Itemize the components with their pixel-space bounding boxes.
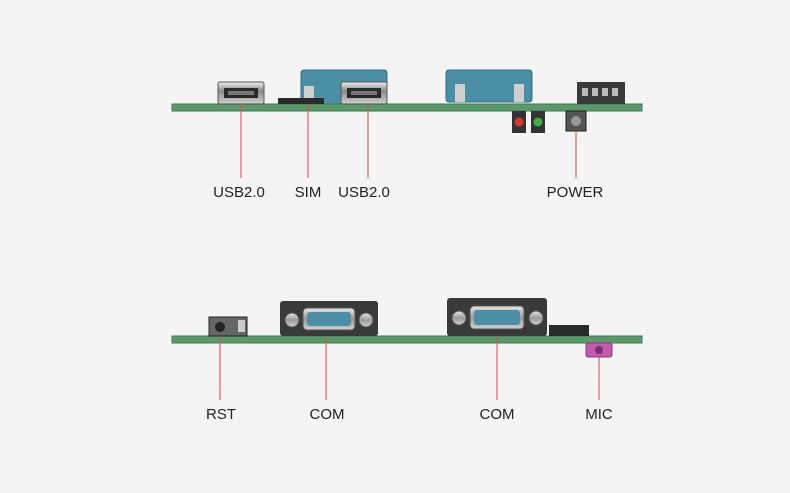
bottom-pcb [171, 335, 643, 344]
com-port-right [447, 298, 547, 336]
label-usb-left: USB2.0 [213, 184, 265, 201]
usb-port-left [217, 81, 265, 105]
sim-slot [278, 98, 324, 104]
top-board-view [171, 69, 643, 178]
label-com-left: COM [309, 406, 345, 423]
label-usb-right: USB2.0 [338, 184, 390, 201]
label-com-right: COM [479, 406, 515, 423]
bottom-board-view [171, 298, 643, 400]
mic-jack [585, 342, 613, 358]
usb-port-right [340, 81, 388, 105]
top-leader-lines [240, 104, 577, 178]
reset-switch [208, 316, 248, 337]
power-button [565, 110, 587, 132]
bottom-leader-lines [219, 336, 600, 400]
pin-header-connector [577, 82, 625, 104]
label-mic: MIC [585, 406, 613, 423]
label-sim: SIM [294, 184, 322, 201]
label-rst: RST [206, 406, 236, 423]
label-power: POWER [546, 184, 604, 201]
com-port-left [280, 301, 378, 336]
bottom-small-connector [549, 325, 589, 336]
top-pcb [171, 103, 643, 112]
top-db9-housing-right [445, 69, 533, 103]
